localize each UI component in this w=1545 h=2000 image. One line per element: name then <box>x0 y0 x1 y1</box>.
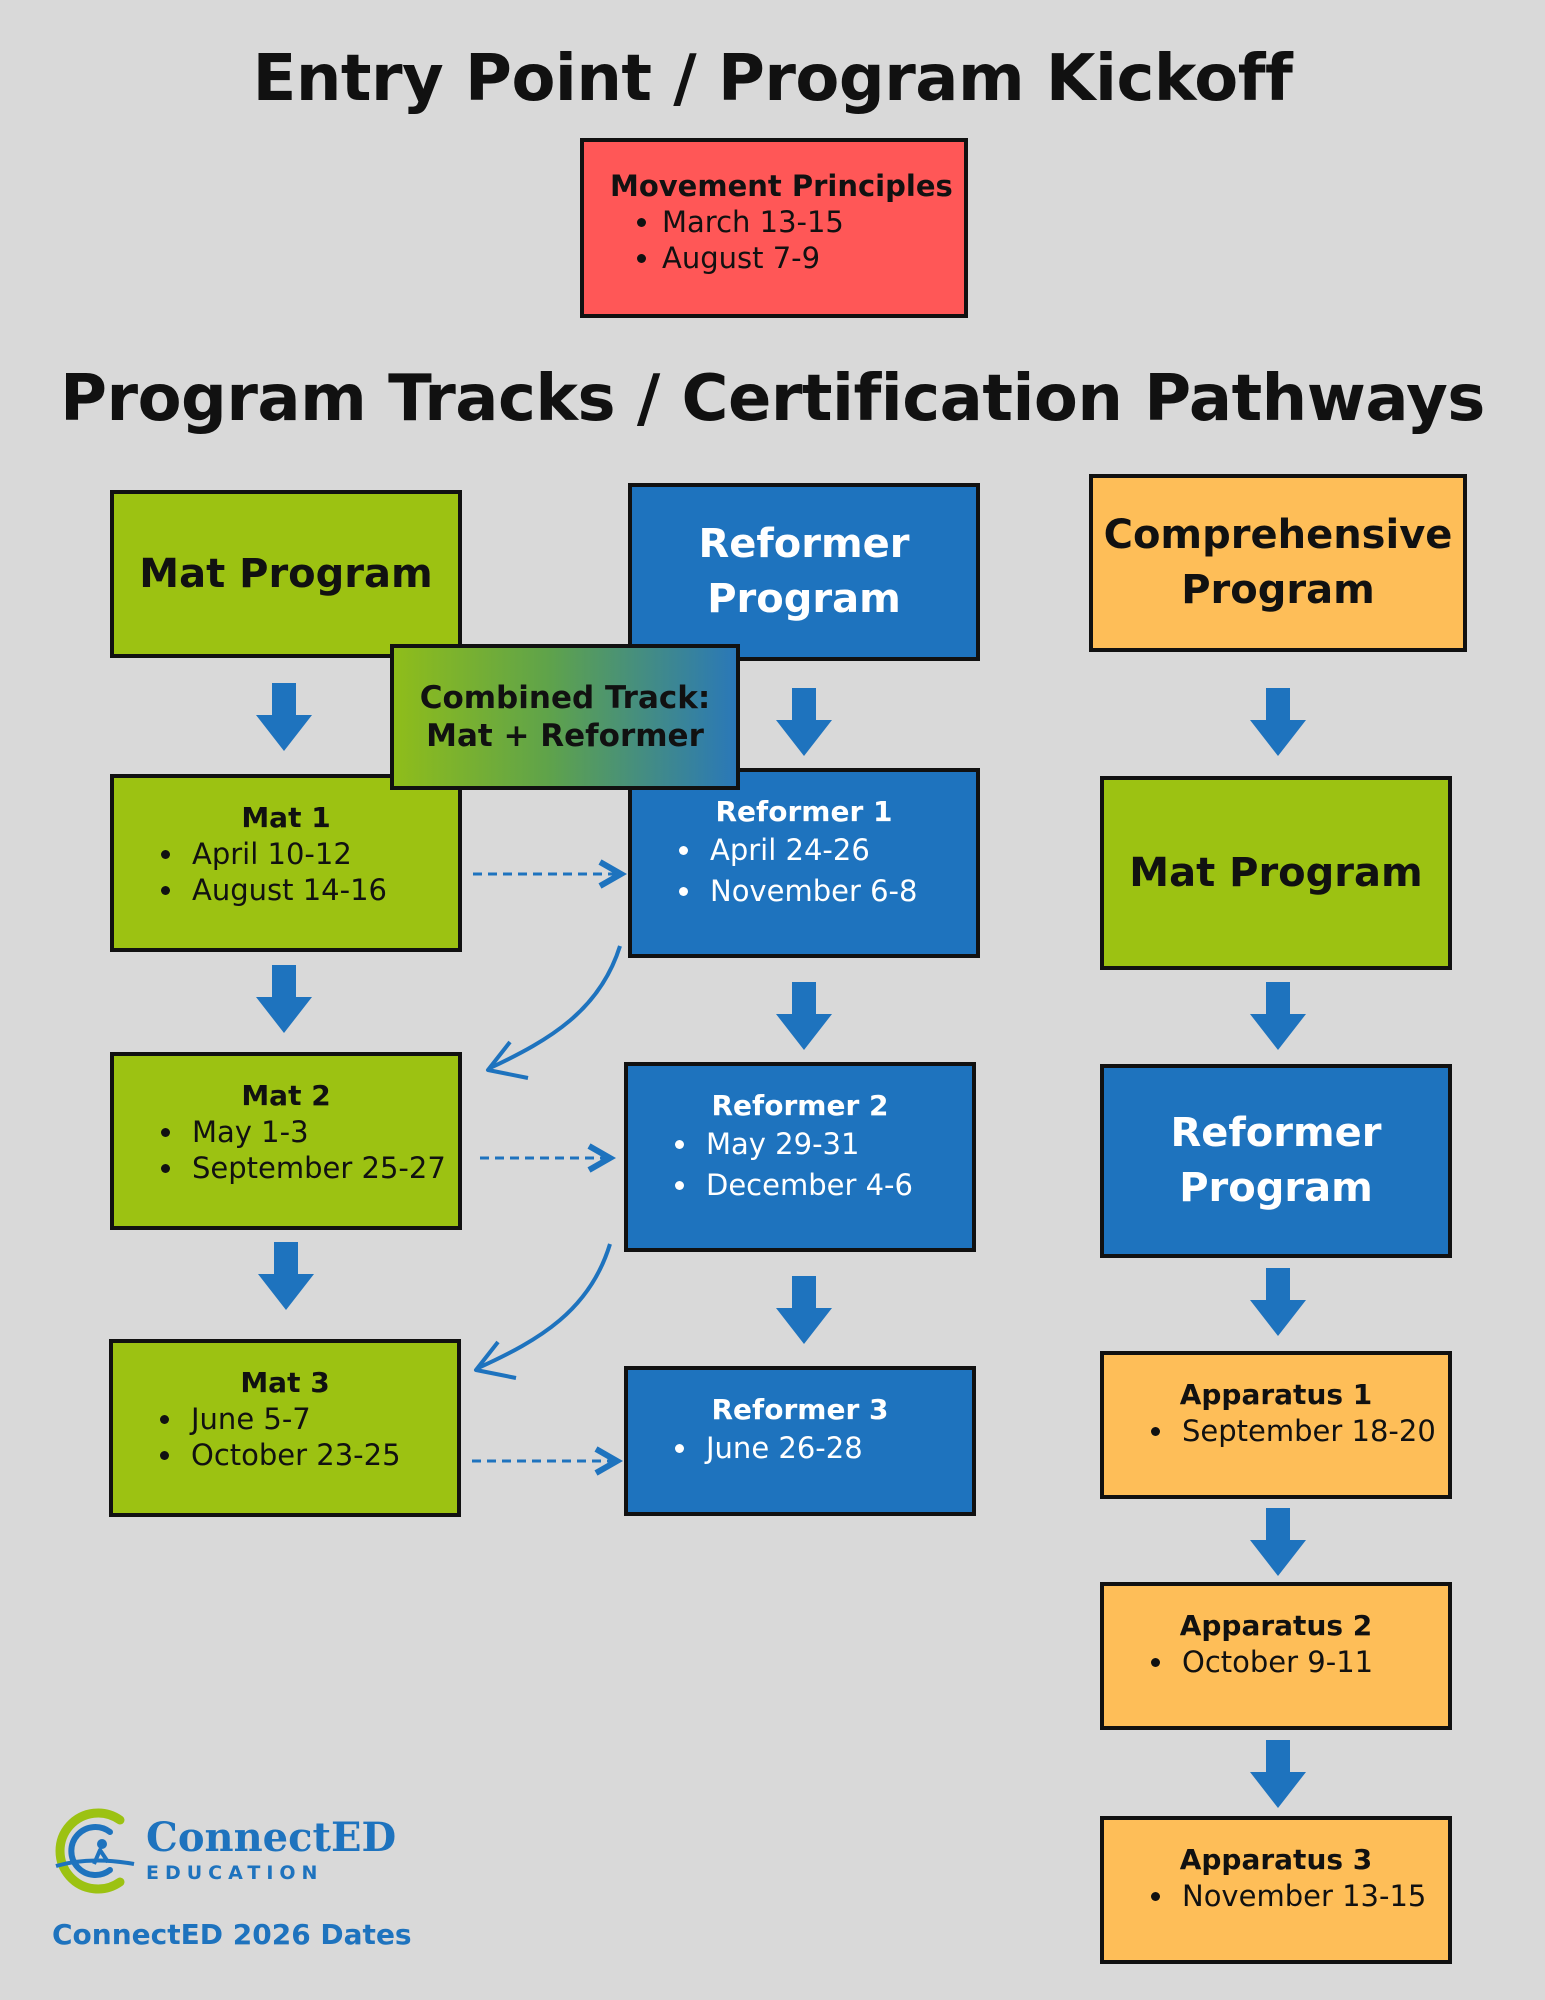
session-title: Apparatus 3 <box>1179 1843 1373 1876</box>
movement-date: March 13-15 <box>662 204 964 240</box>
entry-point-title: Entry Point / Program Kickoff <box>252 42 1293 116</box>
down-arrow-icon <box>776 1276 832 1344</box>
down-arrow-icon <box>1250 1508 1306 1576</box>
session-date: May 1-3 <box>186 1114 458 1150</box>
brand-name: ConnectED <box>146 1814 397 1861</box>
movement-date: August 7-9 <box>662 240 964 276</box>
down-arrow-icon <box>258 1242 314 1310</box>
down-arrow-icon <box>776 688 832 756</box>
curved-arrow-icon <box>489 945 622 1070</box>
session-title: Reformer 1 <box>715 795 893 828</box>
mat-3-box: Mat 3 June 5-7 October 23-25 <box>109 1339 461 1517</box>
session-date: June 5-7 <box>185 1401 457 1437</box>
mat-2-box: Mat 2 May 1-3 September 25-27 <box>110 1052 462 1230</box>
curved-arrow-icon <box>477 1243 612 1370</box>
down-arrow-icon <box>1250 688 1306 756</box>
down-arrow-icon <box>1250 1740 1306 1808</box>
session-title: Mat 2 <box>241 1079 331 1112</box>
down-arrow-icon <box>256 965 312 1033</box>
session-date: September 25-27 <box>186 1150 458 1186</box>
apparatus-2-box: Apparatus 2 October 9-11 <box>1100 1582 1452 1730</box>
comprehensive-reformer-step: Reformer Program <box>1100 1064 1452 1258</box>
footer-dates-note: ConnectED 2026 Dates <box>52 1918 412 1951</box>
comprehensive-mat-step: Mat Program <box>1100 776 1452 970</box>
program-tracks-title: Program Tracks / Certification Pathways <box>60 362 1485 436</box>
session-date: June 26-28 <box>700 1428 972 1469</box>
reformer-1-box: Reformer 1 April 24-26 November 6-8 <box>628 768 980 958</box>
curved-arrow-head-icon <box>486 1040 529 1080</box>
connected-logo-icon <box>55 1808 135 1894</box>
brand-subtitle: EDUCATION <box>146 1862 324 1884</box>
reformer-program-heading: Reformer Program <box>628 483 980 661</box>
movement-principles-title: Movement Principles <box>610 169 953 203</box>
session-date: September 18-20 <box>1176 1413 1448 1449</box>
session-title: Reformer 2 <box>711 1089 889 1122</box>
reformer-2-box: Reformer 2 May 29-31 December 4-6 <box>624 1062 976 1252</box>
mat-program-heading: Mat Program <box>110 490 462 658</box>
combined-track-line2: Mat + Reformer <box>426 718 704 754</box>
session-title: Apparatus 1 <box>1179 1378 1373 1411</box>
session-date: October 23-25 <box>185 1437 457 1473</box>
apparatus-1-box: Apparatus 1 September 18-20 <box>1100 1351 1452 1499</box>
session-date: April 10-12 <box>186 836 458 872</box>
session-date: November 6-8 <box>704 871 976 912</box>
curved-arrow-head-icon <box>474 1340 517 1380</box>
down-arrow-icon <box>256 683 312 751</box>
session-title: Apparatus 2 <box>1179 1609 1373 1642</box>
session-date: April 24-26 <box>704 830 976 871</box>
session-title: Reformer 3 <box>711 1393 889 1426</box>
session-date: November 13-15 <box>1176 1878 1448 1914</box>
down-arrow-icon <box>1250 982 1306 1050</box>
combined-track-line1: Combined Track: <box>419 680 711 716</box>
session-date: December 4-6 <box>700 1165 972 1206</box>
movement-principles-box: Movement Principles March 13-15 August 7… <box>580 138 968 318</box>
mat-1-box: Mat 1 April 10-12 August 14-16 <box>110 774 462 952</box>
down-arrow-icon <box>1250 1268 1306 1336</box>
reformer-3-box: Reformer 3 June 26-28 <box>624 1366 976 1516</box>
session-title: Mat 3 <box>240 1366 330 1399</box>
session-title: Mat 1 <box>241 801 331 834</box>
combined-track-box: Combined Track: Mat + Reformer <box>390 644 740 790</box>
session-date: August 14-16 <box>186 872 458 908</box>
brand-wordmark: ConnectED EDUCATION <box>146 1814 397 1885</box>
session-date: May 29-31 <box>700 1124 972 1165</box>
down-arrow-icon <box>776 982 832 1050</box>
comprehensive-program-heading: Comprehensive Program <box>1089 474 1467 652</box>
apparatus-3-box: Apparatus 3 November 13-15 <box>1100 1816 1452 1964</box>
session-date: October 9-11 <box>1176 1644 1448 1680</box>
